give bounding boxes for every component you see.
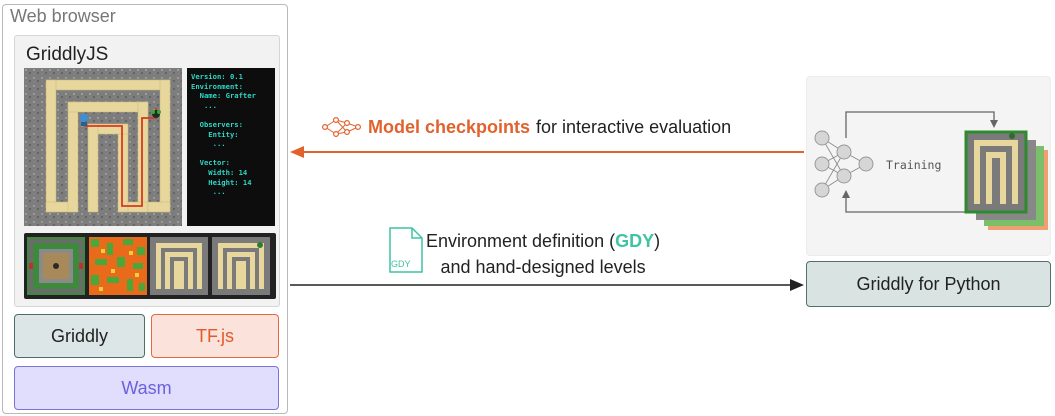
web-browser-title: Web browser [10,6,116,26]
griddly-for-python-label: Griddly for Python [856,273,1001,294]
console-text: Version: 0.1 Environment: Name: Grafter … [191,72,256,197]
environment-config-console: Version: 0.1 Environment: Name: Grafter … [187,68,275,226]
model-checkpoints-strong: Model checkpoints [368,116,531,137]
env-line-1-post: ) [654,231,661,251]
griddlyjs-title: GriddlyJS [26,44,109,65]
gdy-file-icon-label: GDY [391,259,411,269]
env-line-1-pre: Environment definition ( [426,231,616,251]
tfjs-box: TF.js [151,314,279,358]
griddly-for-python-box: Griddly for Python [806,261,1051,307]
env-gdy-strong: GDY [615,231,655,251]
training-illustration [814,111,1048,230]
env-arrowhead [790,279,804,291]
level-thumbnail-1[interactable] [27,237,85,295]
checkpoint-arrowhead [290,146,304,158]
env-line-1: Environment definition (GDY) [426,228,660,254]
model-checkpoints-rest: for interactive evaluation [536,116,732,137]
environment-definition-label: Environment definition (GDY) and hand-de… [426,228,660,280]
maze-render [24,68,182,226]
level-thumbnail-3[interactable] [150,237,208,295]
griddly-label: Griddly [50,325,108,346]
griddly-box: Griddly [14,314,145,358]
wasm-box: Wasm [14,366,279,410]
agent-icon [80,114,88,126]
game-view[interactable] [24,68,182,226]
neural-network-icon [322,116,361,138]
level-thumbnail-4[interactable] [212,237,270,295]
gdy-file-icon: GDY [388,226,424,279]
tfjs-label: TF.js [196,325,234,346]
goal-icon [151,110,161,118]
model-checkpoints-label: Model checkpoints for interactive evalua… [322,114,731,140]
env-line-2: and hand-designed levels [440,257,646,277]
level-thumbnail-2[interactable] [89,237,147,295]
wasm-label: Wasm [121,377,172,398]
training-label: Training [886,158,942,172]
